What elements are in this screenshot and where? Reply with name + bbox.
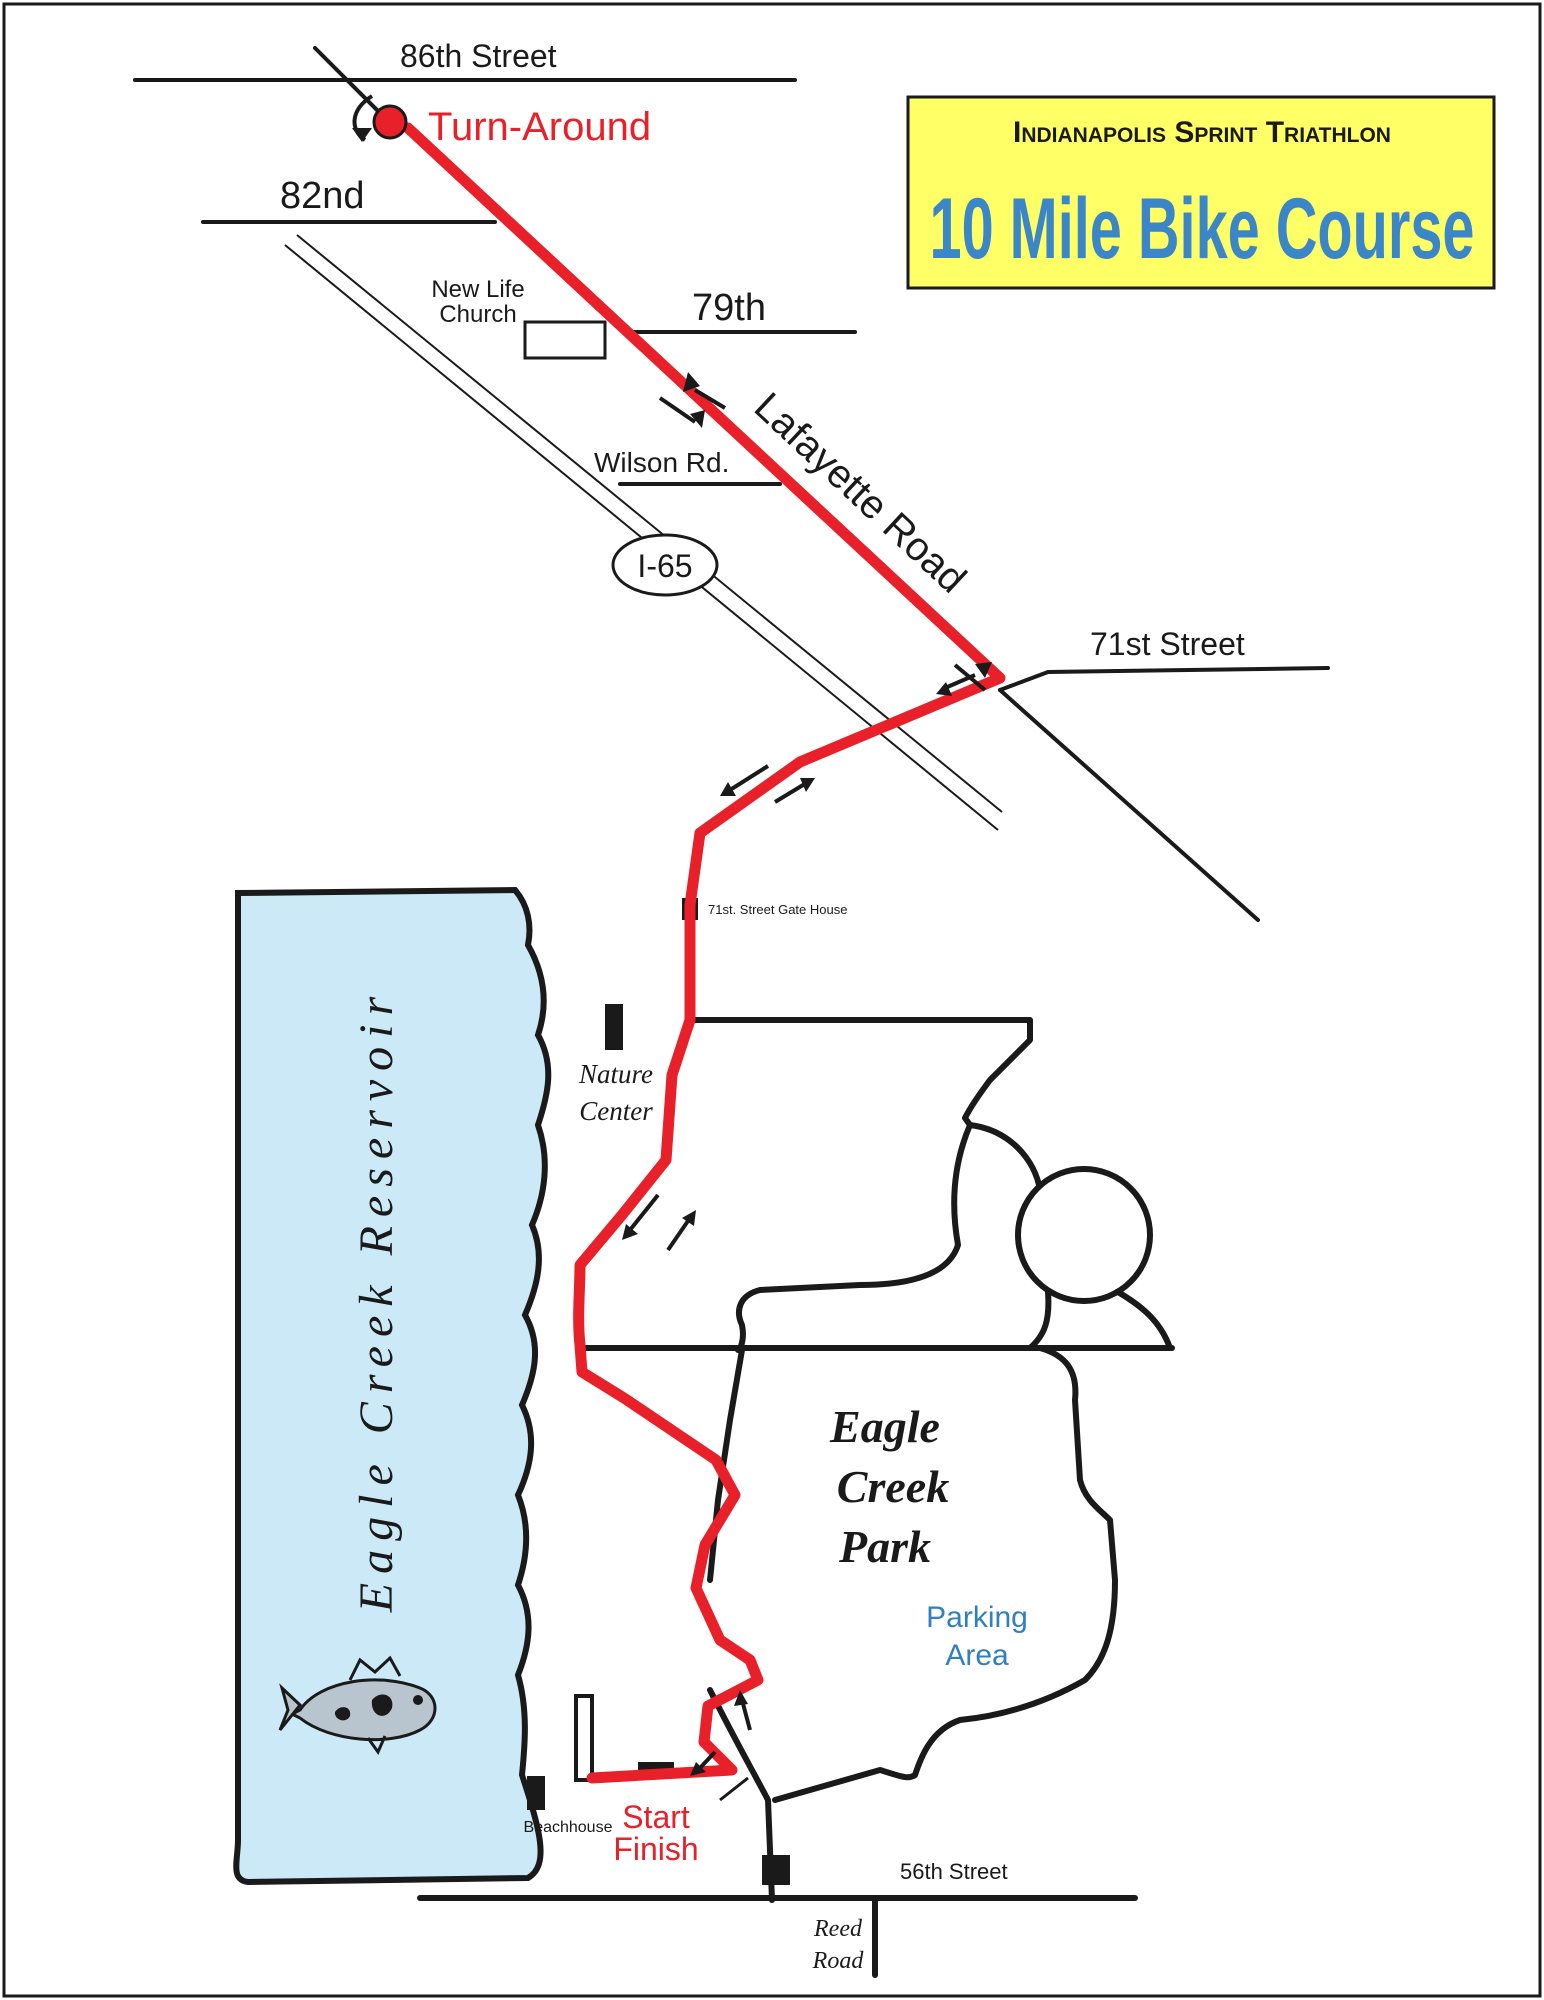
label-park-line3: Park	[838, 1521, 931, 1572]
label-reservoir: Eagle Creek Reservoir	[350, 988, 403, 1613]
label-56th-street: 56th Street	[900, 1859, 1008, 1884]
title-line2: 10 Mile Bike Course	[930, 181, 1475, 277]
label-71st-street: 71st Street	[1090, 626, 1245, 662]
entrance-gate	[762, 1855, 790, 1885]
reservoir-water	[233, 886, 552, 1886]
label-turnaround: Turn-Around	[428, 105, 651, 149]
label-79th: 79th	[692, 287, 766, 329]
label-parking-line2: Area	[945, 1639, 1009, 1672]
park-road-upper	[692, 1017, 1043, 1193]
park-road-loop	[735, 1122, 973, 1353]
start-building	[574, 1694, 594, 1782]
label-86th-street: 86th Street	[400, 38, 557, 74]
label-nature-line1: Nature	[578, 1059, 653, 1089]
label-finish: Finish	[613, 1831, 698, 1867]
church-building	[523, 320, 607, 360]
start-bar	[638, 1762, 674, 1772]
label-church-line1: New Life	[431, 276, 524, 303]
beachhouse-marker	[527, 1776, 545, 1810]
park-road-curve	[1027, 1289, 1173, 1351]
bike-route	[402, 122, 1006, 1784]
label-nature-line2: Center	[579, 1096, 653, 1126]
label-church-line2: Church	[439, 301, 516, 328]
label-82nd: 82nd	[280, 175, 365, 217]
turnaround-marker	[372, 104, 408, 140]
direction-arrows	[622, 372, 992, 1776]
park-roundabout	[1015, 1166, 1153, 1304]
title-line1: Indianapolis Sprint Triathlon	[1013, 116, 1391, 149]
interstate-shield	[611, 533, 719, 597]
label-beachhouse: Beachhouse	[524, 1819, 613, 1836]
label-park-line1: Eagle	[829, 1401, 940, 1452]
title-box	[906, 95, 1496, 290]
label-park-line2: Creek	[837, 1461, 949, 1512]
label-reed-line2: Road	[812, 1948, 865, 1974]
label-wilson: Wilson Rd.	[594, 447, 729, 478]
label-start: Start	[622, 1799, 690, 1835]
road-86th-diagonal	[313, 46, 387, 120]
label-interstate: I-65	[637, 548, 692, 584]
label-reed-line1: Reed	[813, 1916, 863, 1942]
nature-center-marker	[605, 1004, 623, 1050]
turnaround-arrowhead-icon	[352, 128, 372, 142]
gate-tick	[719, 1776, 749, 1802]
park-road-entrance	[707, 1687, 775, 1903]
label-lafayette: Lafayette Road	[746, 384, 974, 601]
road-lafayette-south	[998, 688, 1260, 922]
label-gate-house: 71st. Street Gate House	[708, 902, 847, 917]
fish-icon	[278, 1655, 437, 1756]
label-parking-line1: Parking	[926, 1601, 1028, 1634]
interstate-line-b	[296, 234, 1003, 813]
road-71st-street	[998, 666, 1330, 692]
park-road-east-loop	[772, 1345, 1118, 1803]
